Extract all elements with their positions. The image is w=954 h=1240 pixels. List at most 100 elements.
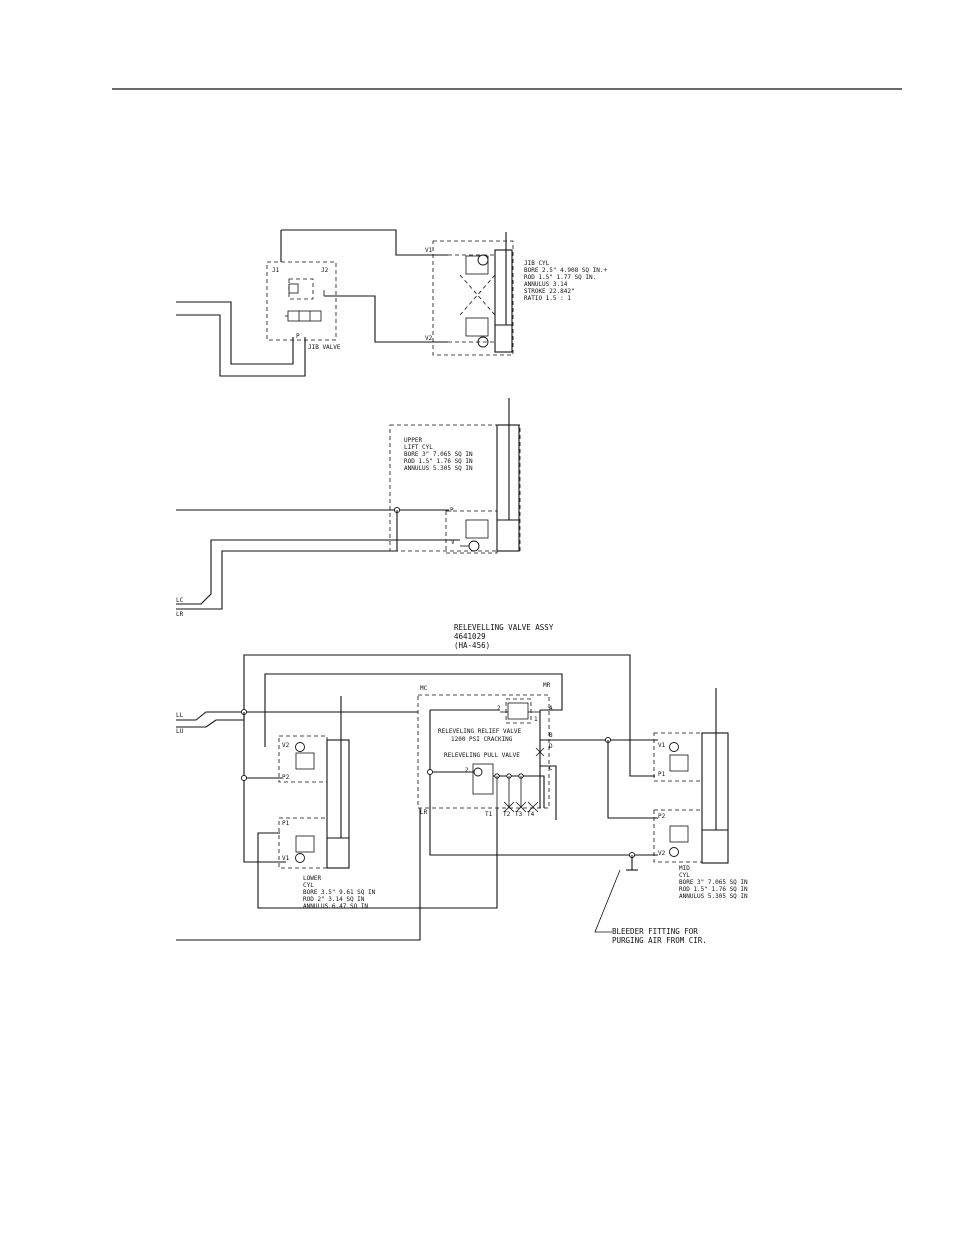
- jib-valve-block: [266, 261, 337, 341]
- line-lu: [176, 719, 244, 728]
- svg-text:MID: MID: [679, 865, 690, 872]
- svg-text:2: 2: [465, 767, 469, 774]
- relief-valve-symbol: [505, 698, 532, 724]
- bleeder-fitting: BLEEDER FITTING FOR PURGING AIR FROM CIR…: [594, 855, 707, 945]
- jib-port-p: P: [296, 333, 300, 340]
- svg-text:1200 PSI CRACKING: 1200 PSI CRACKING: [451, 736, 513, 743]
- svg-text:ROD 1.5" 1.77 SQ IN.: ROD 1.5" 1.77 SQ IN.: [524, 274, 596, 281]
- svg-text:ROD 2" 3.14 SQ IN: ROD 2" 3.14 SQ IN: [303, 896, 365, 903]
- mid-port-v1: V1: [658, 742, 666, 749]
- svg-text:ROD 1.5" 1.76 SQ IN: ROD 1.5" 1.76 SQ IN: [679, 886, 748, 893]
- svg-text:ANNULUS 6.47 SQ IN: ANNULUS 6.47 SQ IN: [303, 903, 368, 910]
- svg-text:ROD 1.5" 1.76 SQ IN: ROD 1.5" 1.76 SQ IN: [404, 458, 473, 465]
- svg-text:(HA-456): (HA-456): [454, 641, 490, 650]
- jib-check-symbol: [288, 278, 314, 300]
- jib-port-j2: J2: [321, 267, 329, 274]
- jib-cylinder-barrel: [494, 249, 513, 353]
- svg-text:RATIO 1.5 : 1: RATIO 1.5 : 1: [524, 295, 571, 302]
- svg-text:PURGING AIR FROM CIR.: PURGING AIR FROM CIR.: [612, 936, 707, 945]
- svg-text:RELEVELLING VALVE ASSY: RELEVELLING VALVE ASSY: [454, 623, 554, 632]
- relevel-port-t1: T1: [485, 811, 493, 818]
- svg-text:ANNULUS 5.305 SQ IN: ANNULUS 5.305 SQ IN: [404, 465, 473, 472]
- relevel-port-t3: T3: [515, 811, 523, 818]
- jib-line-v1: [281, 229, 448, 256]
- upper-cylinder-specs: UPPER LIFT CYL BORE 3" 7.065 SQ IN ROD 1…: [404, 437, 473, 472]
- relevel-port-b: B: [549, 732, 553, 739]
- mid-port-v2: V2: [658, 850, 666, 857]
- svg-text:ANNULUS 5.305 SQ IN: ANNULUS 5.305 SQ IN: [679, 893, 748, 900]
- jib-directional-spool: [287, 310, 322, 322]
- jib-port-v1: V1: [425, 247, 433, 254]
- line-label-lu: LU: [176, 728, 184, 735]
- upper-cylinder-barrel: [496, 424, 520, 552]
- jib-cylinder-specs: JIB CYL BORE 2.5" 4.908 SQ IN.+ ROD 1.5"…: [524, 260, 607, 302]
- svg-text:UPPER: UPPER: [404, 437, 422, 444]
- lower-port-v2: V2: [282, 742, 290, 749]
- svg-text:BORE 2.5" 4.908 SQ IN.+: BORE 2.5" 4.908 SQ IN.+: [524, 267, 607, 274]
- jib-port-v2: V2: [425, 335, 433, 342]
- svg-text:JIB CYL: JIB CYL: [524, 260, 550, 267]
- relevelling-title: RELEVELLING VALVE ASSY 4641029 (HA-456): [454, 623, 554, 650]
- relevel-port-mr: MR: [543, 682, 551, 689]
- jib-line-v2: [324, 295, 448, 343]
- relevel-port-d: D: [549, 743, 553, 750]
- svg-text:1: 1: [534, 716, 538, 723]
- mid-cylinder-specs: MID CYL BORE 3" 7.065 SQ IN ROD 1.5" 1.7…: [679, 865, 748, 900]
- relevel-port-mc: MC: [420, 685, 428, 692]
- jib-valve-label: JIB VALVE: [308, 344, 341, 351]
- jib-port-j1: J1: [272, 267, 280, 274]
- upper-valve-block: [389, 424, 521, 552]
- svg-text:BLEEDER FITTING FOR: BLEEDER FITTING FOR: [612, 927, 698, 936]
- upper-port-v: V: [451, 539, 455, 546]
- lower-cylinder-section: V2 P2 P1 V1 LOWER CYL BORE 3.5" 9.61 SQ …: [278, 696, 376, 910]
- svg-text:BORE 3" 7.065 SQ IN: BORE 3" 7.065 SQ IN: [404, 451, 473, 458]
- jib-section: J1 J2 P JIB VALVE V1 V2: [176, 229, 607, 377]
- lower-cylinder-specs: LOWER CYL BORE 3.5" 9.61 SQ IN ROD 2" 3.…: [303, 875, 376, 910]
- svg-text:STROKE 22.842": STROKE 22.842": [524, 288, 575, 295]
- relevelling-valve-block: [417, 694, 550, 809]
- mid-cylinder-section: V1 P1 P2 V2 MID CYL BORE 3" 7.065 SQ IN …: [429, 688, 748, 900]
- relevel-port-t2: T2: [503, 811, 511, 818]
- svg-text:CYL: CYL: [679, 872, 690, 879]
- lower-cylinder-barrel: [326, 739, 350, 869]
- pull-valve-symbol: [472, 763, 494, 795]
- jib-supply-line-2: [176, 314, 306, 377]
- svg-text:4641029: 4641029: [454, 632, 486, 641]
- relevel-line-mr: [264, 673, 563, 747]
- relief-valve-label: RELEVELING RELIEF VALVE 1200 PSI CRACKIN…: [438, 728, 521, 743]
- svg-text:CYL: CYL: [303, 882, 314, 889]
- pull-valve-label: RELEVELING PULL VALVE: [444, 752, 520, 759]
- relevel-port-lr: LR: [420, 809, 428, 816]
- svg-text:LIFT CYL: LIFT CYL: [404, 444, 433, 451]
- svg-text:BORE 3.5" 9.61 SQ IN: BORE 3.5" 9.61 SQ IN: [303, 889, 376, 896]
- line-ll: [176, 711, 418, 721]
- jib-spool-symbol: [288, 283, 299, 294]
- relevel-port-t4: T4: [527, 811, 535, 818]
- upper-lift-section: UPPER LIFT CYL BORE 3" 7.065 SQ IN ROD 1…: [176, 398, 521, 618]
- upper-port-p: P: [450, 507, 454, 514]
- relevel-port-c: C: [549, 765, 553, 772]
- svg-text:2: 2: [497, 705, 501, 712]
- lower-port-v1: V1: [282, 855, 290, 862]
- line-label-lr: LR: [176, 611, 184, 618]
- svg-text:LOWER: LOWER: [303, 875, 321, 882]
- lower-port-p2: P2: [282, 774, 290, 781]
- lower-port-p1: P1: [282, 820, 290, 827]
- relevel-line-top: [243, 654, 655, 777]
- svg-text:ANNULUS 3.14: ANNULUS 3.14: [524, 281, 568, 288]
- svg-text:RELEVELING RELIEF VALVE: RELEVELING RELIEF VALVE: [438, 728, 521, 735]
- mid-cylinder-barrel: [701, 732, 729, 864]
- bleeder-note: BLEEDER FITTING FOR PURGING AIR FROM CIR…: [612, 927, 707, 945]
- line-label-ll: LL: [176, 712, 184, 719]
- relevel-port-a: A: [549, 705, 553, 712]
- upper-line-lr: [176, 510, 398, 610]
- upper-line-lc: [176, 539, 460, 605]
- mid-port-p1: P1: [658, 771, 666, 778]
- relevelling-section: RELEVELLING VALVE ASSY 4641029 (HA-456) …: [176, 623, 655, 941]
- line-label-lc: LC: [176, 597, 184, 604]
- relevel-line-return: [257, 808, 498, 909]
- svg-text:BORE 3" 7.065 SQ IN: BORE 3" 7.065 SQ IN: [679, 879, 748, 886]
- mid-port-p2: P2: [658, 813, 666, 820]
